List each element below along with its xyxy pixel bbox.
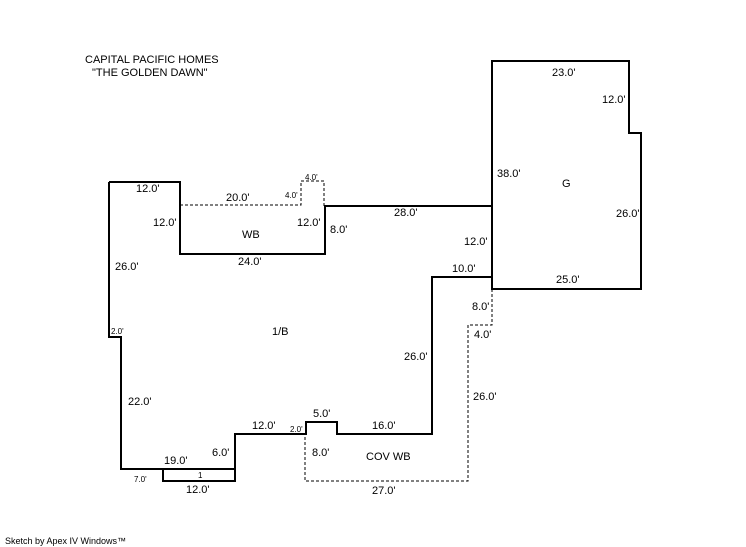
wb-dashed-outline [180, 180, 325, 206]
dim: 7.0' [134, 475, 147, 484]
dim: 23.0' [552, 67, 576, 79]
dim: 26.0' [616, 208, 640, 220]
dim: 4.0' [305, 173, 318, 182]
dim: 38.0' [497, 168, 521, 180]
dim: 26.0' [404, 351, 428, 363]
dim: 12.0' [186, 484, 210, 496]
dim: 8.0' [312, 447, 330, 459]
area-label-garage: G [562, 178, 571, 190]
area-label-cov-wb: COV WB [366, 451, 411, 463]
dim: 2.0' [290, 425, 303, 434]
dim: 24.0' [238, 256, 262, 268]
dim: 27.0' [372, 485, 396, 497]
dim: 8.0' [472, 301, 490, 313]
dim: 5.0' [313, 408, 331, 420]
dim: 12.0' [136, 183, 160, 195]
dim: 26.0' [115, 261, 139, 273]
dim: 4.0' [285, 191, 298, 200]
dim: 2.0' [111, 327, 124, 336]
main-outline [108, 181, 492, 470]
dim: 16.0' [372, 420, 396, 432]
dim: 8.0' [330, 224, 348, 236]
footer-credit: Sketch by Apex IV Windows™ [5, 536, 127, 546]
dim: 10.0' [452, 263, 476, 275]
dim: 12.0' [252, 420, 276, 432]
header-line1: CAPITAL PACIFIC HOMES [85, 54, 219, 66]
dim: 12.0' [602, 94, 626, 106]
unit-box [162, 469, 236, 482]
dim: 12.0' [153, 217, 177, 229]
dim: 19.0' [164, 455, 188, 467]
cov-wb-dashed-outline [304, 289, 493, 482]
dim: 12.0' [464, 236, 488, 248]
dim: 25.0' [556, 274, 580, 286]
dim: 20.0' [226, 192, 250, 204]
dim: 6.0' [212, 447, 230, 459]
dim: 12.0' [297, 217, 321, 229]
dim: 4.0' [474, 329, 492, 341]
dim: 28.0' [394, 207, 418, 219]
area-label-main: 1/B [272, 326, 289, 338]
dim: 26.0' [473, 391, 497, 403]
dim: 22.0' [128, 396, 152, 408]
header-line2: "THE GOLDEN DAWN" [92, 67, 208, 79]
area-label-wb: WB [242, 229, 260, 241]
area-label-unit: 1 [198, 471, 203, 480]
